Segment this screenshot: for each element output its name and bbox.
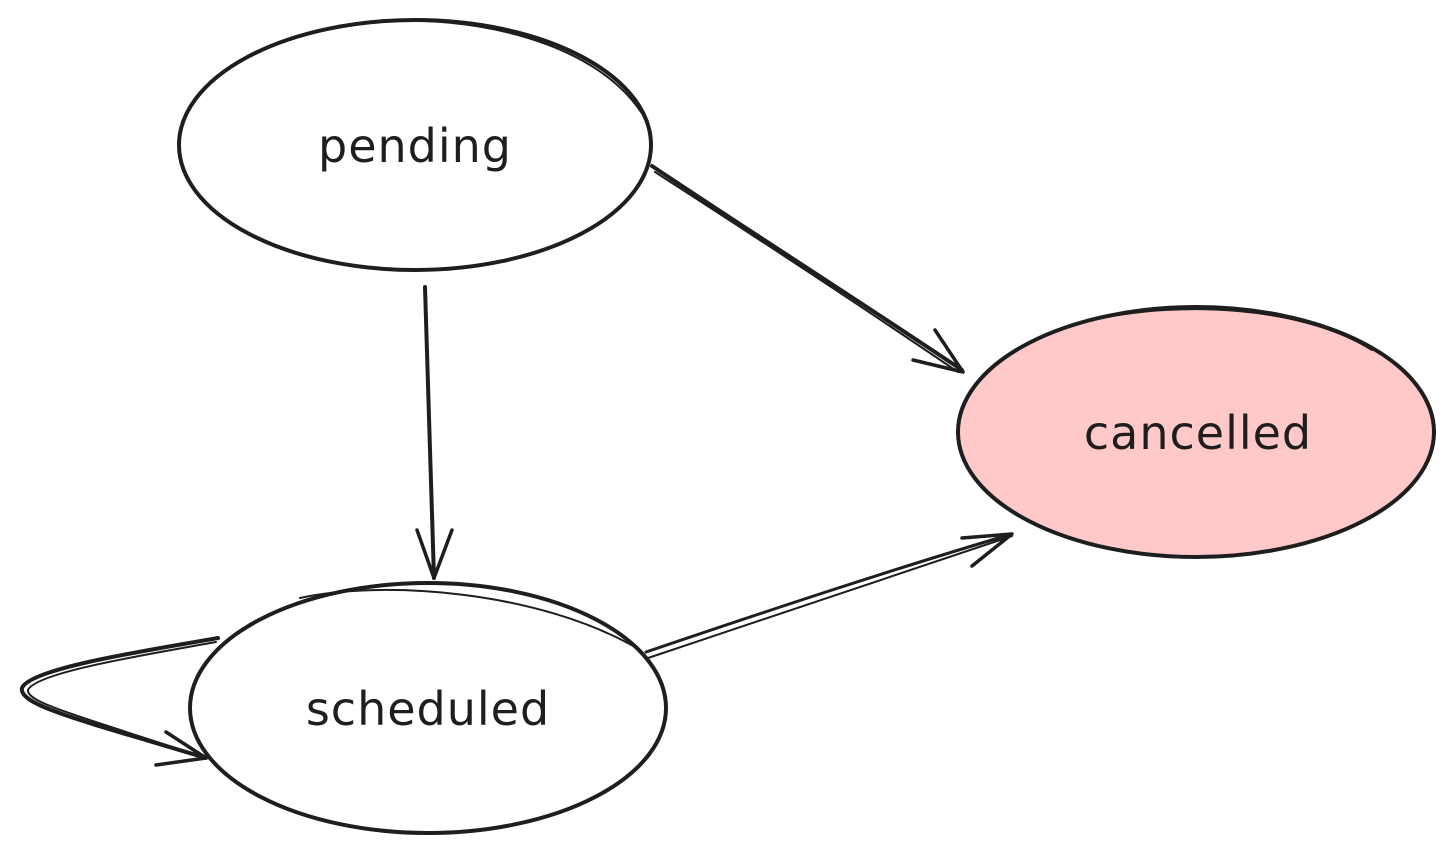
node-scheduled[interactable]: scheduled	[188, 581, 668, 835]
arrowhead-icon	[154, 730, 208, 767]
arrowhead-icon	[911, 328, 965, 374]
node-scheduled-label: scheduled	[306, 682, 550, 736]
edge-pending-to-scheduled	[415, 285, 454, 580]
arrowhead-icon	[960, 532, 1014, 568]
node-cancelled-label: cancelled	[1084, 406, 1312, 460]
node-cancelled[interactable]: cancelled	[956, 305, 1436, 559]
node-pending[interactable]: pending	[177, 18, 653, 272]
node-pending-label: pending	[318, 119, 512, 173]
edge-scheduled-to-cancelled	[644, 532, 1014, 659]
node-cancelled-shape	[956, 305, 1436, 559]
edge-scheduled-self-loop	[19, 636, 220, 767]
arrowhead-icon	[415, 528, 454, 580]
node-scheduled-shape	[188, 581, 668, 835]
edge-pending-to-cancelled	[650, 164, 965, 374]
